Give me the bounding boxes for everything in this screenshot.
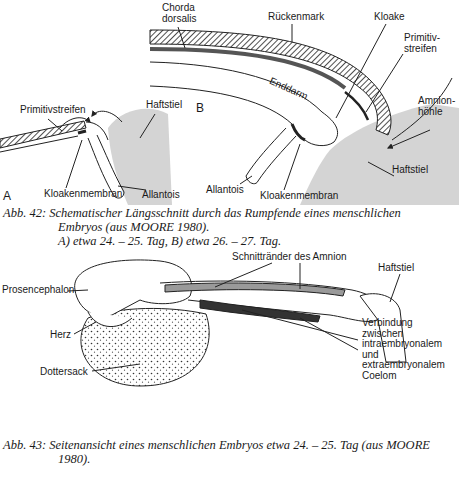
part-label: Amnion- höhle	[418, 96, 458, 117]
part-label: Kloake	[374, 12, 405, 23]
part-label: Verbindung zwischen intraembryonalem und…	[362, 318, 454, 381]
figure-caption: Abb. 43: Seitenansicht eines menschliche…	[3, 438, 443, 466]
figure-43	[68, 260, 406, 386]
part-label: Dottersack	[40, 367, 88, 378]
figure-letter: B	[196, 102, 204, 115]
part-label: Allantois	[142, 190, 180, 201]
part-label: Prosencephalon	[2, 285, 74, 296]
part-label: Primitivstreifen	[20, 105, 86, 116]
part-label: Haftstiel	[146, 100, 182, 111]
figure-caption: Abb. 42: Schematischer Längsschnitt durc…	[3, 206, 443, 234]
part-label: Allantois	[206, 185, 244, 196]
part-label: Primitiv- streifen	[404, 33, 448, 54]
part-label: Herz	[50, 330, 71, 341]
part-label: Haftstiel	[392, 165, 428, 176]
part-label: Schnittränder des Amnion	[232, 252, 347, 263]
part-label: Enddarm	[268, 76, 309, 102]
figure-b	[150, 24, 459, 205]
part-label: Kloakenmembran	[44, 189, 122, 200]
part-label: Rückenmark	[268, 12, 324, 23]
figure-letter: A	[3, 190, 11, 203]
part-label: Chorda dorsalis	[162, 3, 208, 24]
part-label: Kloakenmembran	[260, 191, 338, 202]
part-label: Haftstiel	[378, 263, 414, 274]
figure-caption: A) etwa 24. – 25. Tag, B) etwa 26. – 27.…	[58, 234, 281, 248]
